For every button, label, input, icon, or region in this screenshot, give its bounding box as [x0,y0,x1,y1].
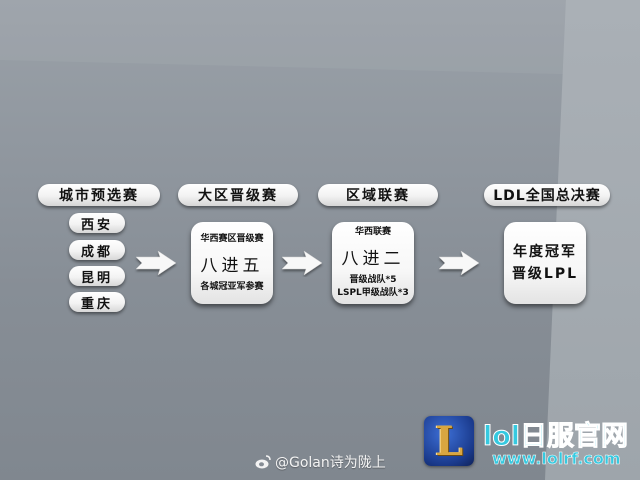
weibo-icon [255,455,271,469]
stage-ldl-finals-title: LDL全国总决赛 [484,184,610,206]
weibo-handle: @Golan诗为陇上 [275,455,386,471]
regional-league-subtitle: 华西联赛 [354,227,391,237]
city-xian: 西安 [69,213,125,233]
arrow-right-icon [135,250,177,276]
city-chongqing: 重庆 [69,292,125,312]
weibo-credit: @Golan诗为陇上 [255,452,386,472]
stage-regional-league-title: 区域联赛 [318,184,438,206]
regional-league-format: 八进二 [341,249,405,269]
finals-line-2: 晋级LPL [511,266,579,282]
stage-regional-promotion-title: 大区晋级赛 [178,184,298,206]
regional-promotion-box: 华西赛区晋级赛 八进五 各城冠亚军参赛 [191,222,273,304]
background-band [0,0,640,76]
stage-city-qualifier-title: 城市预选赛 [38,184,160,206]
city-kunming: 昆明 [69,266,125,286]
city-chengdu: 成都 [69,240,125,260]
site-title: lol日服官网 [482,421,629,453]
regional-league-note-1: 晋级战队*5 [349,275,397,285]
regional-promotion-subtitle: 华西赛区晋级赛 [200,233,264,244]
regional-league-box: 华西联赛 八进二 晋级战队*5 LSPL甲级战队*3 [332,222,414,304]
site-url[interactable]: www.lolrf.com [492,449,621,469]
logo-letter: L [434,417,464,465]
regional-league-note-2: LSPL甲级战队*3 [337,288,409,298]
arrow-right-icon [281,250,323,276]
finals-line-1: 年度冠军 [513,244,577,260]
finals-box: 年度冠军 晋级LPL [504,222,586,304]
regional-promotion-format: 八进五 [200,255,264,276]
arrow-right-icon [438,250,480,276]
regional-promotion-note: 各城冠亚军参赛 [200,281,264,292]
lol-logo-icon: L [424,416,474,466]
